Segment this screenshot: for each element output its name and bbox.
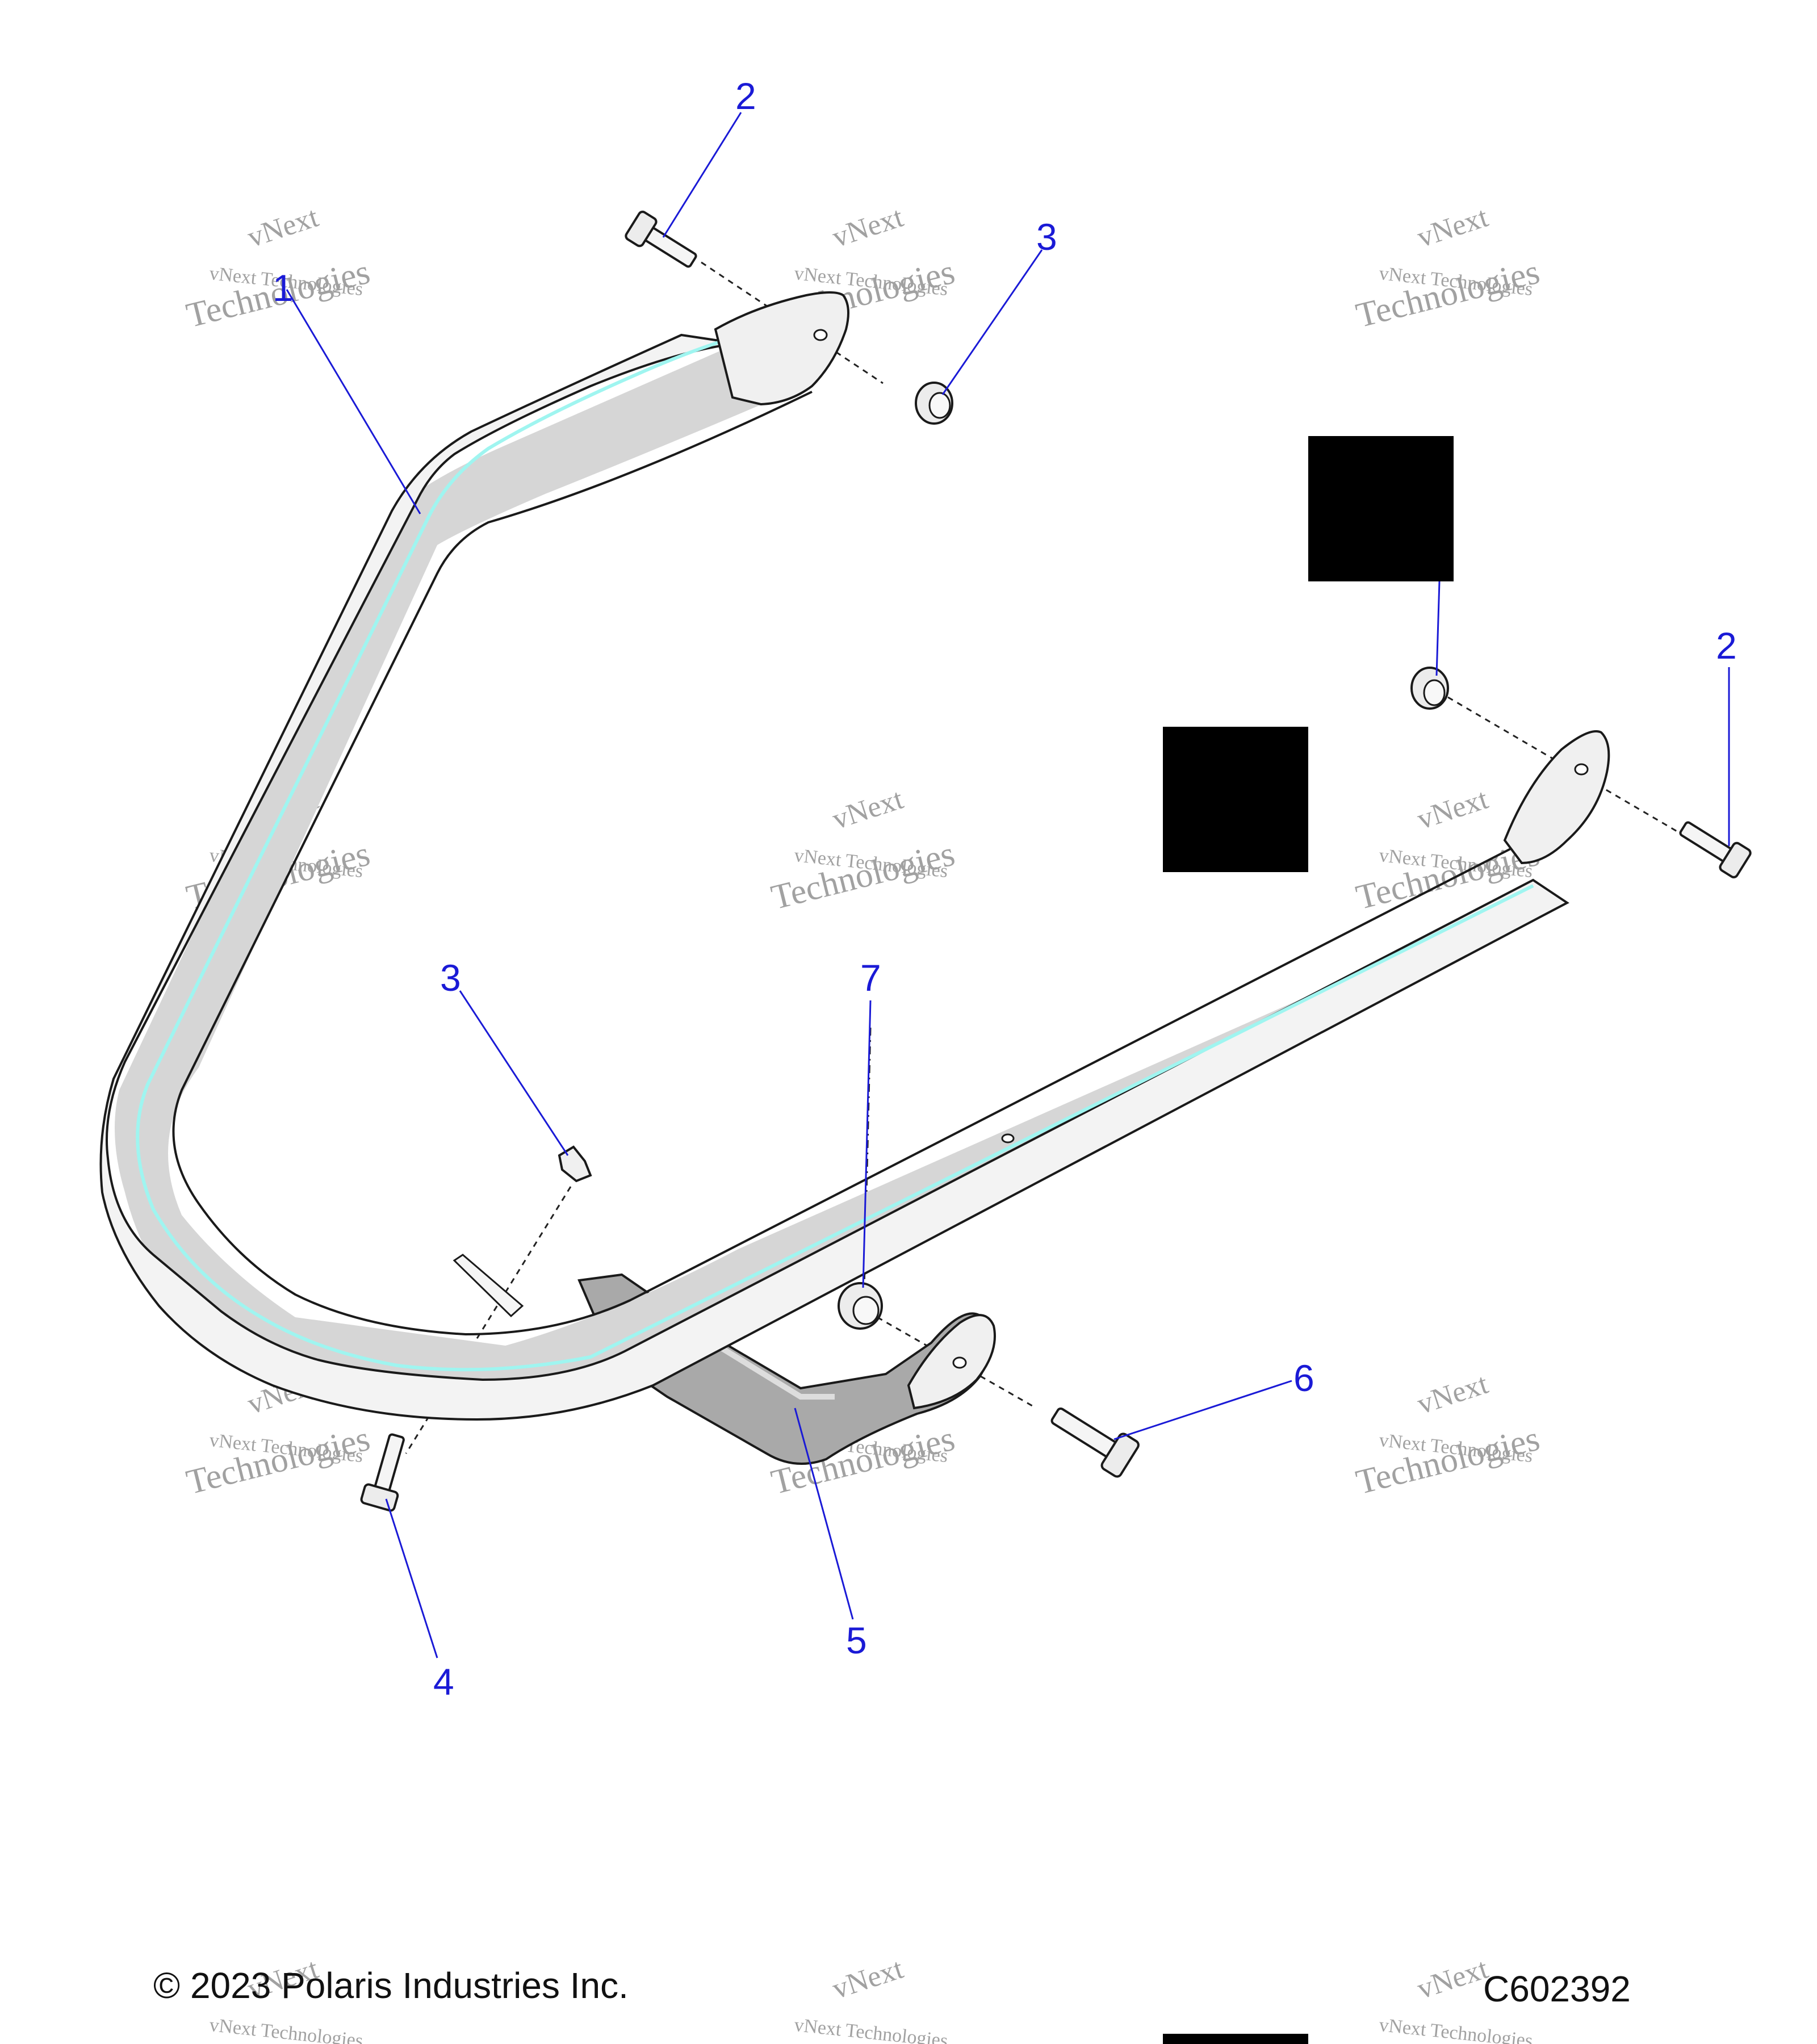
bolt-item-2-top <box>625 211 697 268</box>
watermark: vNext vNext Technologies Technologies <box>768 783 958 918</box>
callout-1: 1 <box>273 267 294 309</box>
leader-3-lower <box>459 990 569 1156</box>
callouts: 1 2 3 2 3 7 6 5 4 <box>273 75 1737 1703</box>
nut-face <box>928 392 951 419</box>
svg-text:vNext: vNext <box>828 783 907 836</box>
copyright-notice: © 2023 Polaris Industries Inc. <box>153 1965 629 2006</box>
callout-3-lower: 3 <box>440 957 461 999</box>
svg-text:vNext: vNext <box>1413 201 1492 254</box>
watermark: vNext vNext Technologies Technologies <box>1353 201 1543 336</box>
bolt-head <box>625 211 658 248</box>
leader-4 <box>385 1498 438 1658</box>
bumper-bar-part-1 <box>99 291 1610 1421</box>
bumper-bar-tab-right-hole <box>1574 763 1589 776</box>
callout-4: 4 <box>433 1661 454 1703</box>
leader-7 <box>862 1000 872 1288</box>
bracket-plate <box>453 1254 524 1318</box>
leader-lines <box>286 112 1730 1658</box>
nut-item-3-top <box>915 382 953 425</box>
bolt-head <box>1719 841 1752 878</box>
leader-1 <box>286 289 421 514</box>
redaction-box-bottom <box>1163 2034 1308 2044</box>
bumper-bar-tab-right <box>1503 730 1610 865</box>
bolt-item-2-right <box>1679 821 1752 878</box>
watermark: vNext vNext Technologies Technologies <box>1353 1368 1543 1502</box>
clip-nut-body <box>558 1145 592 1183</box>
nut-item-7 <box>838 1282 883 1330</box>
svg-text:vNext Technologies: vNext Technologies <box>793 2014 949 2044</box>
clip-nut-item-3-lower <box>558 1145 592 1183</box>
bolt-shank <box>374 1433 405 1493</box>
bumper-bar-tab-top <box>714 291 849 406</box>
bumper-bar-mount-hole <box>1001 1133 1015 1144</box>
callout-6: 6 <box>1293 1357 1314 1399</box>
bolt-shank <box>643 226 697 268</box>
svg-text:vNext: vNext <box>1413 1953 1492 2006</box>
diagram-code: C602392 <box>1483 1968 1631 2009</box>
svg-text:vNext Technologies: vNext Technologies <box>1378 2014 1534 2044</box>
nut-face <box>852 1296 880 1325</box>
svg-text:vNext: vNext <box>828 1953 907 2006</box>
callout-2-top: 2 <box>735 75 756 117</box>
svg-text:vNext: vNext <box>828 201 907 254</box>
nut-right-top <box>1410 667 1449 710</box>
callout-2-right: 2 <box>1716 625 1737 667</box>
bolt-item-6 <box>1050 1407 1140 1478</box>
lower-brace-tab <box>907 1314 996 1410</box>
leader-5 <box>794 1408 854 1620</box>
leader-2-top <box>662 112 742 238</box>
bumper-bar-tube <box>99 333 1569 1421</box>
leader-redacted <box>1435 581 1441 676</box>
svg-text:vNext: vNext <box>1413 783 1492 836</box>
nut-face <box>1423 679 1446 706</box>
bumper-bar-tab-top-hole <box>813 329 828 341</box>
svg-text:vNext: vNext <box>1413 1368 1492 1421</box>
leader-6 <box>1113 1380 1292 1440</box>
callout-3-top: 3 <box>1036 216 1057 258</box>
redaction-box-middle <box>1163 727 1308 872</box>
redaction-box-top <box>1308 436 1454 581</box>
svg-text:vNext: vNext <box>244 201 323 254</box>
callout-5: 5 <box>846 1619 867 1661</box>
bolt-head <box>1100 1433 1140 1478</box>
bolt-head <box>360 1483 399 1512</box>
bumper-bar-inner-edge <box>172 391 1517 1336</box>
callout-7: 7 <box>860 957 881 999</box>
watermark: vNext vNext Technologies <box>793 1953 949 2044</box>
bolt-shank <box>1050 1407 1117 1458</box>
bolt-shank <box>1679 821 1733 863</box>
bumper-bar-highlight <box>136 316 1534 1372</box>
leader-3-top <box>941 249 1043 395</box>
lower-brace-hole <box>952 1356 967 1369</box>
svg-text:vNext Technologies: vNext Technologies <box>208 2014 364 2044</box>
